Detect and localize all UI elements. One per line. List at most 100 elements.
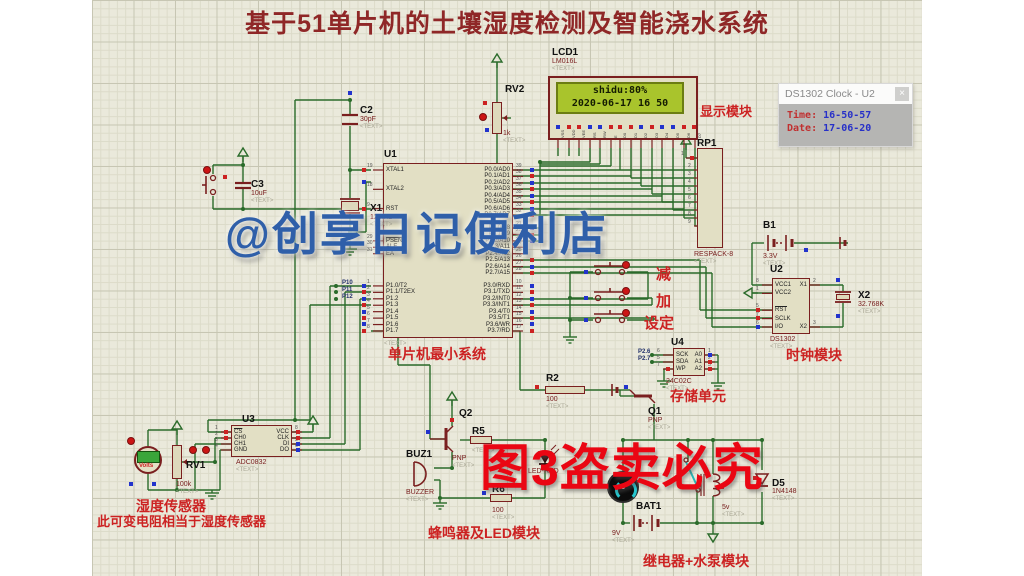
pin-state-marker xyxy=(296,430,300,434)
pin-label: P2.5/A13 xyxy=(485,257,510,264)
popup-titlebar[interactable]: DS1302 Clock - U2 × xyxy=(779,84,912,104)
junction-dot xyxy=(686,438,690,442)
ground-arrow-icon xyxy=(706,533,720,544)
lcd-part: LM016L xyxy=(552,58,578,65)
button-terminal xyxy=(209,188,217,196)
junction-dot xyxy=(650,360,654,364)
text-label: BUZ1 xyxy=(406,449,433,460)
pin-number: 37 xyxy=(516,175,522,182)
lcd-pin-label: E xyxy=(613,135,618,138)
text-label: U3 xyxy=(242,414,255,425)
pin-state-marker xyxy=(836,278,840,282)
pin-state-marker xyxy=(450,418,454,422)
pin-label: VCC2 xyxy=(775,290,792,297)
junction-dot xyxy=(711,438,715,442)
pin-number: 39 xyxy=(516,163,522,169)
junction-dot xyxy=(621,521,625,525)
pin-label: I/O xyxy=(775,324,784,330)
junction-dot xyxy=(334,297,338,301)
pin-label: PSEN xyxy=(386,237,403,244)
lcd-pin-label: RW xyxy=(602,131,607,138)
junction-dot xyxy=(348,168,352,172)
pin-number: 36 xyxy=(516,182,522,189)
pin-state-marker xyxy=(152,482,156,486)
pin-number: 35 xyxy=(516,188,522,195)
chip-U4 xyxy=(673,348,705,376)
button-indicator[interactable] xyxy=(622,261,630,269)
switch-contact xyxy=(683,457,689,463)
potentiometer-body[interactable] xyxy=(172,445,182,479)
button-terminal xyxy=(594,316,602,324)
junction-dot xyxy=(621,438,625,442)
pin-label: P2.1/A9 xyxy=(488,231,510,238)
lcd-display: shidu:80% 2020-06-17 16 50 xyxy=(548,76,698,140)
pin-number: 14 xyxy=(516,304,522,311)
text-label: <TEXT> xyxy=(452,463,475,469)
pin-label: P3.0/RXD xyxy=(483,282,510,289)
pin-number: 27 xyxy=(516,259,522,266)
text-label: U4 xyxy=(671,337,684,348)
pin-label: P2.7/A15 xyxy=(485,270,510,277)
transistor-lead xyxy=(647,395,656,404)
pin-number: 5 xyxy=(367,304,370,311)
text-label: <TEXT> xyxy=(858,309,881,315)
pin-state-marker xyxy=(362,284,366,288)
date-value: 17-06-20 xyxy=(823,123,872,134)
module-label: 单片机最小系统 xyxy=(388,346,486,362)
pin-number: 4 xyxy=(688,179,691,185)
pin-state-marker xyxy=(690,156,694,160)
pin-label: P3.2/INT0 xyxy=(482,295,510,302)
text-label: ADC0832 xyxy=(236,459,267,466)
pin-state-marker xyxy=(708,353,712,357)
text-label: 32.768K xyxy=(858,301,885,308)
pin-state-marker xyxy=(624,385,628,389)
crystal-body xyxy=(836,294,850,300)
text-label: <TEXT> xyxy=(503,138,526,144)
pin-state-marker xyxy=(567,125,571,129)
pin-label: GND xyxy=(234,447,248,453)
text-label: <TEXT> xyxy=(666,386,689,392)
resistor-body xyxy=(470,436,492,444)
junction-dot xyxy=(538,233,542,237)
pin-state-marker xyxy=(530,258,534,262)
text-label: <TEXT> xyxy=(384,341,407,347)
text-label: <TEXT> xyxy=(492,515,515,521)
pin-state-marker xyxy=(362,297,366,301)
pin-label: EA xyxy=(386,250,395,257)
text-label: BAT1 xyxy=(636,501,662,512)
text-label: C2 xyxy=(360,105,373,116)
popup-title: DS1302 Clock - U2 xyxy=(785,88,875,100)
led-ray xyxy=(553,448,560,455)
module-label: 存储单元 xyxy=(670,388,726,404)
lcd-pin-label: RS xyxy=(592,132,597,138)
pin-state-marker xyxy=(362,303,366,307)
pin-label: CLK xyxy=(277,435,289,441)
motor-hub-icon xyxy=(621,485,625,489)
text-label: <TEXT> xyxy=(251,198,274,204)
pin-number: 25 xyxy=(516,246,522,253)
pin-label: CH0 xyxy=(234,435,247,441)
net-label: P12 xyxy=(342,294,353,300)
text-label: RESPACK-8 xyxy=(694,251,734,258)
voltmeter-screen xyxy=(137,451,160,463)
pin-state-marker xyxy=(362,207,366,211)
pin-number: 2 xyxy=(688,163,691,169)
junction-dot xyxy=(538,226,542,230)
pin-label: P1.3 xyxy=(386,302,399,309)
pin-number: 5 xyxy=(756,303,759,310)
pin-number: 26 xyxy=(516,253,522,260)
pin-state-marker xyxy=(530,200,534,204)
pin-state-marker xyxy=(577,125,581,129)
pin-label: P3.1/TXD xyxy=(483,289,510,296)
potentiometer-body[interactable] xyxy=(492,102,502,134)
junction-dot xyxy=(538,160,542,164)
chip-U1 xyxy=(383,163,513,338)
led-icon xyxy=(537,451,553,464)
button-indicator[interactable] xyxy=(622,309,630,317)
pin-number: 8 xyxy=(688,211,691,217)
pin-label: CH1 xyxy=(234,441,247,447)
pin-number: 17 xyxy=(516,324,522,330)
button-indicator[interactable] xyxy=(622,287,630,295)
ds1302-clock-popup[interactable]: DS1302 Clock - U2 × Time: 16-50-57 Date:… xyxy=(778,83,913,147)
popup-close-icon[interactable]: × xyxy=(895,87,909,101)
